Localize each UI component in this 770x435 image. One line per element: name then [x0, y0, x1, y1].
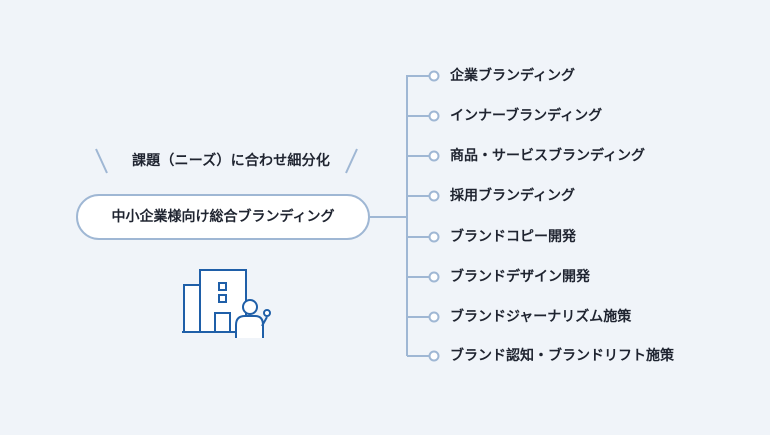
- branch-connector: [407, 231, 440, 243]
- branch-label: インナーブランディング: [450, 108, 603, 124]
- branch-connector: [407, 110, 440, 122]
- branch-connector: [407, 271, 440, 283]
- caption-slash-right: [345, 148, 358, 174]
- building-with-person-icon: [182, 269, 271, 338]
- branch-connector: [407, 311, 440, 323]
- branch-connector: [407, 70, 440, 82]
- branch-connector: [407, 150, 440, 162]
- diagram-caption: 課題（ニーズ）に合わせ細分化: [131, 153, 331, 169]
- branch-label: ブランドコピー開発: [450, 229, 576, 245]
- branch-label: ブランド認知・ブランドリフト施策: [450, 348, 674, 364]
- root-node: 中小企業様向け総合ブランディング: [76, 194, 370, 240]
- caption-slash-left: [95, 148, 108, 174]
- branch-label: ブランドジャーナリズム施策: [450, 309, 632, 325]
- branch-label: 企業ブランディング: [450, 68, 576, 84]
- branch-connector: [407, 190, 440, 202]
- branch-label: ブランドデザイン開発: [450, 269, 590, 285]
- branch-label: 商品・サービスブランディング: [450, 148, 646, 164]
- branch-connector: [407, 350, 440, 362]
- branch-label: 採用ブランディング: [450, 188, 576, 204]
